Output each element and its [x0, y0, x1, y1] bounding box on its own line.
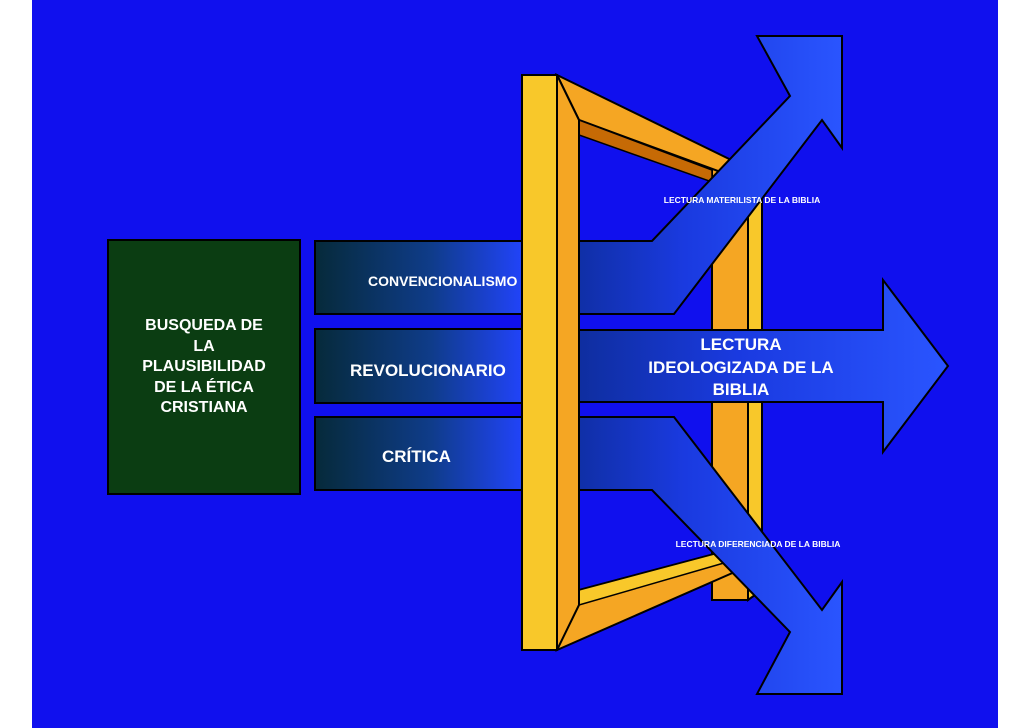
- search-plausibility-box: [107, 239, 301, 495]
- label-revolutionary: REVOLUCIONARIO: [350, 361, 506, 380]
- box-label-line-1: BUSQUEDA DE: [145, 317, 263, 334]
- arrow-differentiated-reading: [526, 416, 843, 695]
- frame-front-post: [521, 74, 558, 651]
- box-label-line-5: CRISTIANA: [160, 399, 248, 416]
- label-differentiated-reading: LECTURA DIFERENCIADA DE LA BIBLIA: [676, 539, 841, 549]
- bar-critical: [314, 416, 528, 491]
- label-critical: CRÍTICA: [382, 447, 451, 466]
- label-conventionalism: CONVENCIONALISMO: [368, 273, 517, 289]
- label-ideologized-line-2: IDEOLOGIZADA DE LA: [648, 358, 833, 377]
- label-materialist-reading: LECTURA MATERILISTA DE LA BIBLIA: [664, 195, 820, 205]
- label-ideologized-line-1: LECTURA: [700, 335, 781, 354]
- box-label-line-2: LA: [193, 337, 215, 355]
- label-ideologized-line-3: BIBLIA: [713, 380, 770, 399]
- frame-front-post-side: [556, 74, 580, 651]
- arrow-materialist-reading: [526, 35, 843, 315]
- box-label: BUSQUEDA DE LA PLAUSIBILIDAD DE LA ÉTICA…: [108, 316, 300, 419]
- box-label-line-4: DE LA ÉTICA: [154, 378, 254, 396]
- arrow-ideologized-reading: [526, 277, 950, 455]
- box-label-line-3: PLAUSIBILIDAD: [142, 358, 266, 375]
